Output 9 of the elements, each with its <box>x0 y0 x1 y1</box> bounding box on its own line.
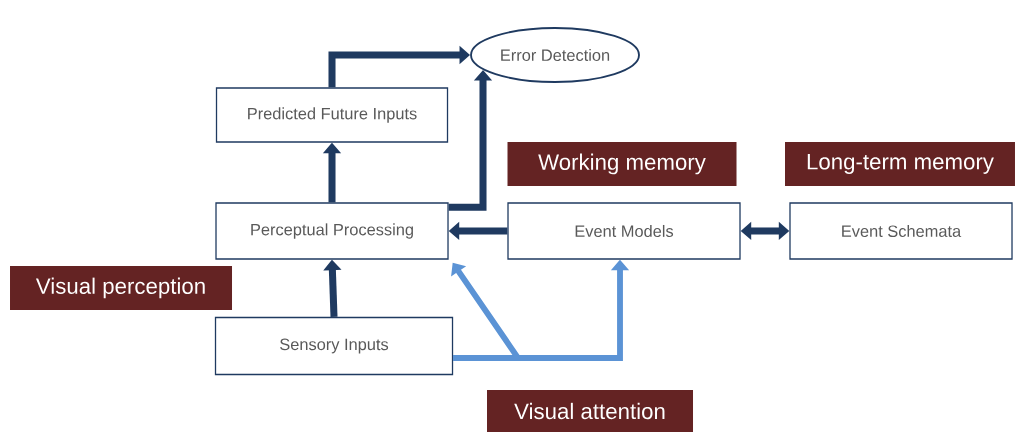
process-box: Event Models <box>507 202 741 260</box>
process-box: Sensory Inputs <box>214 316 454 376</box>
heading-band: Visual attention <box>487 390 693 432</box>
heading-band: Working memory <box>507 142 737 186</box>
heading-band: Long-term memory <box>785 142 1015 186</box>
process-box: Event Schemata <box>789 202 1013 260</box>
process-box: Predicted Future Inputs <box>215 87 449 143</box>
heading-band: Visual perception <box>10 266 232 310</box>
process-box: Perceptual Processing <box>215 202 449 260</box>
